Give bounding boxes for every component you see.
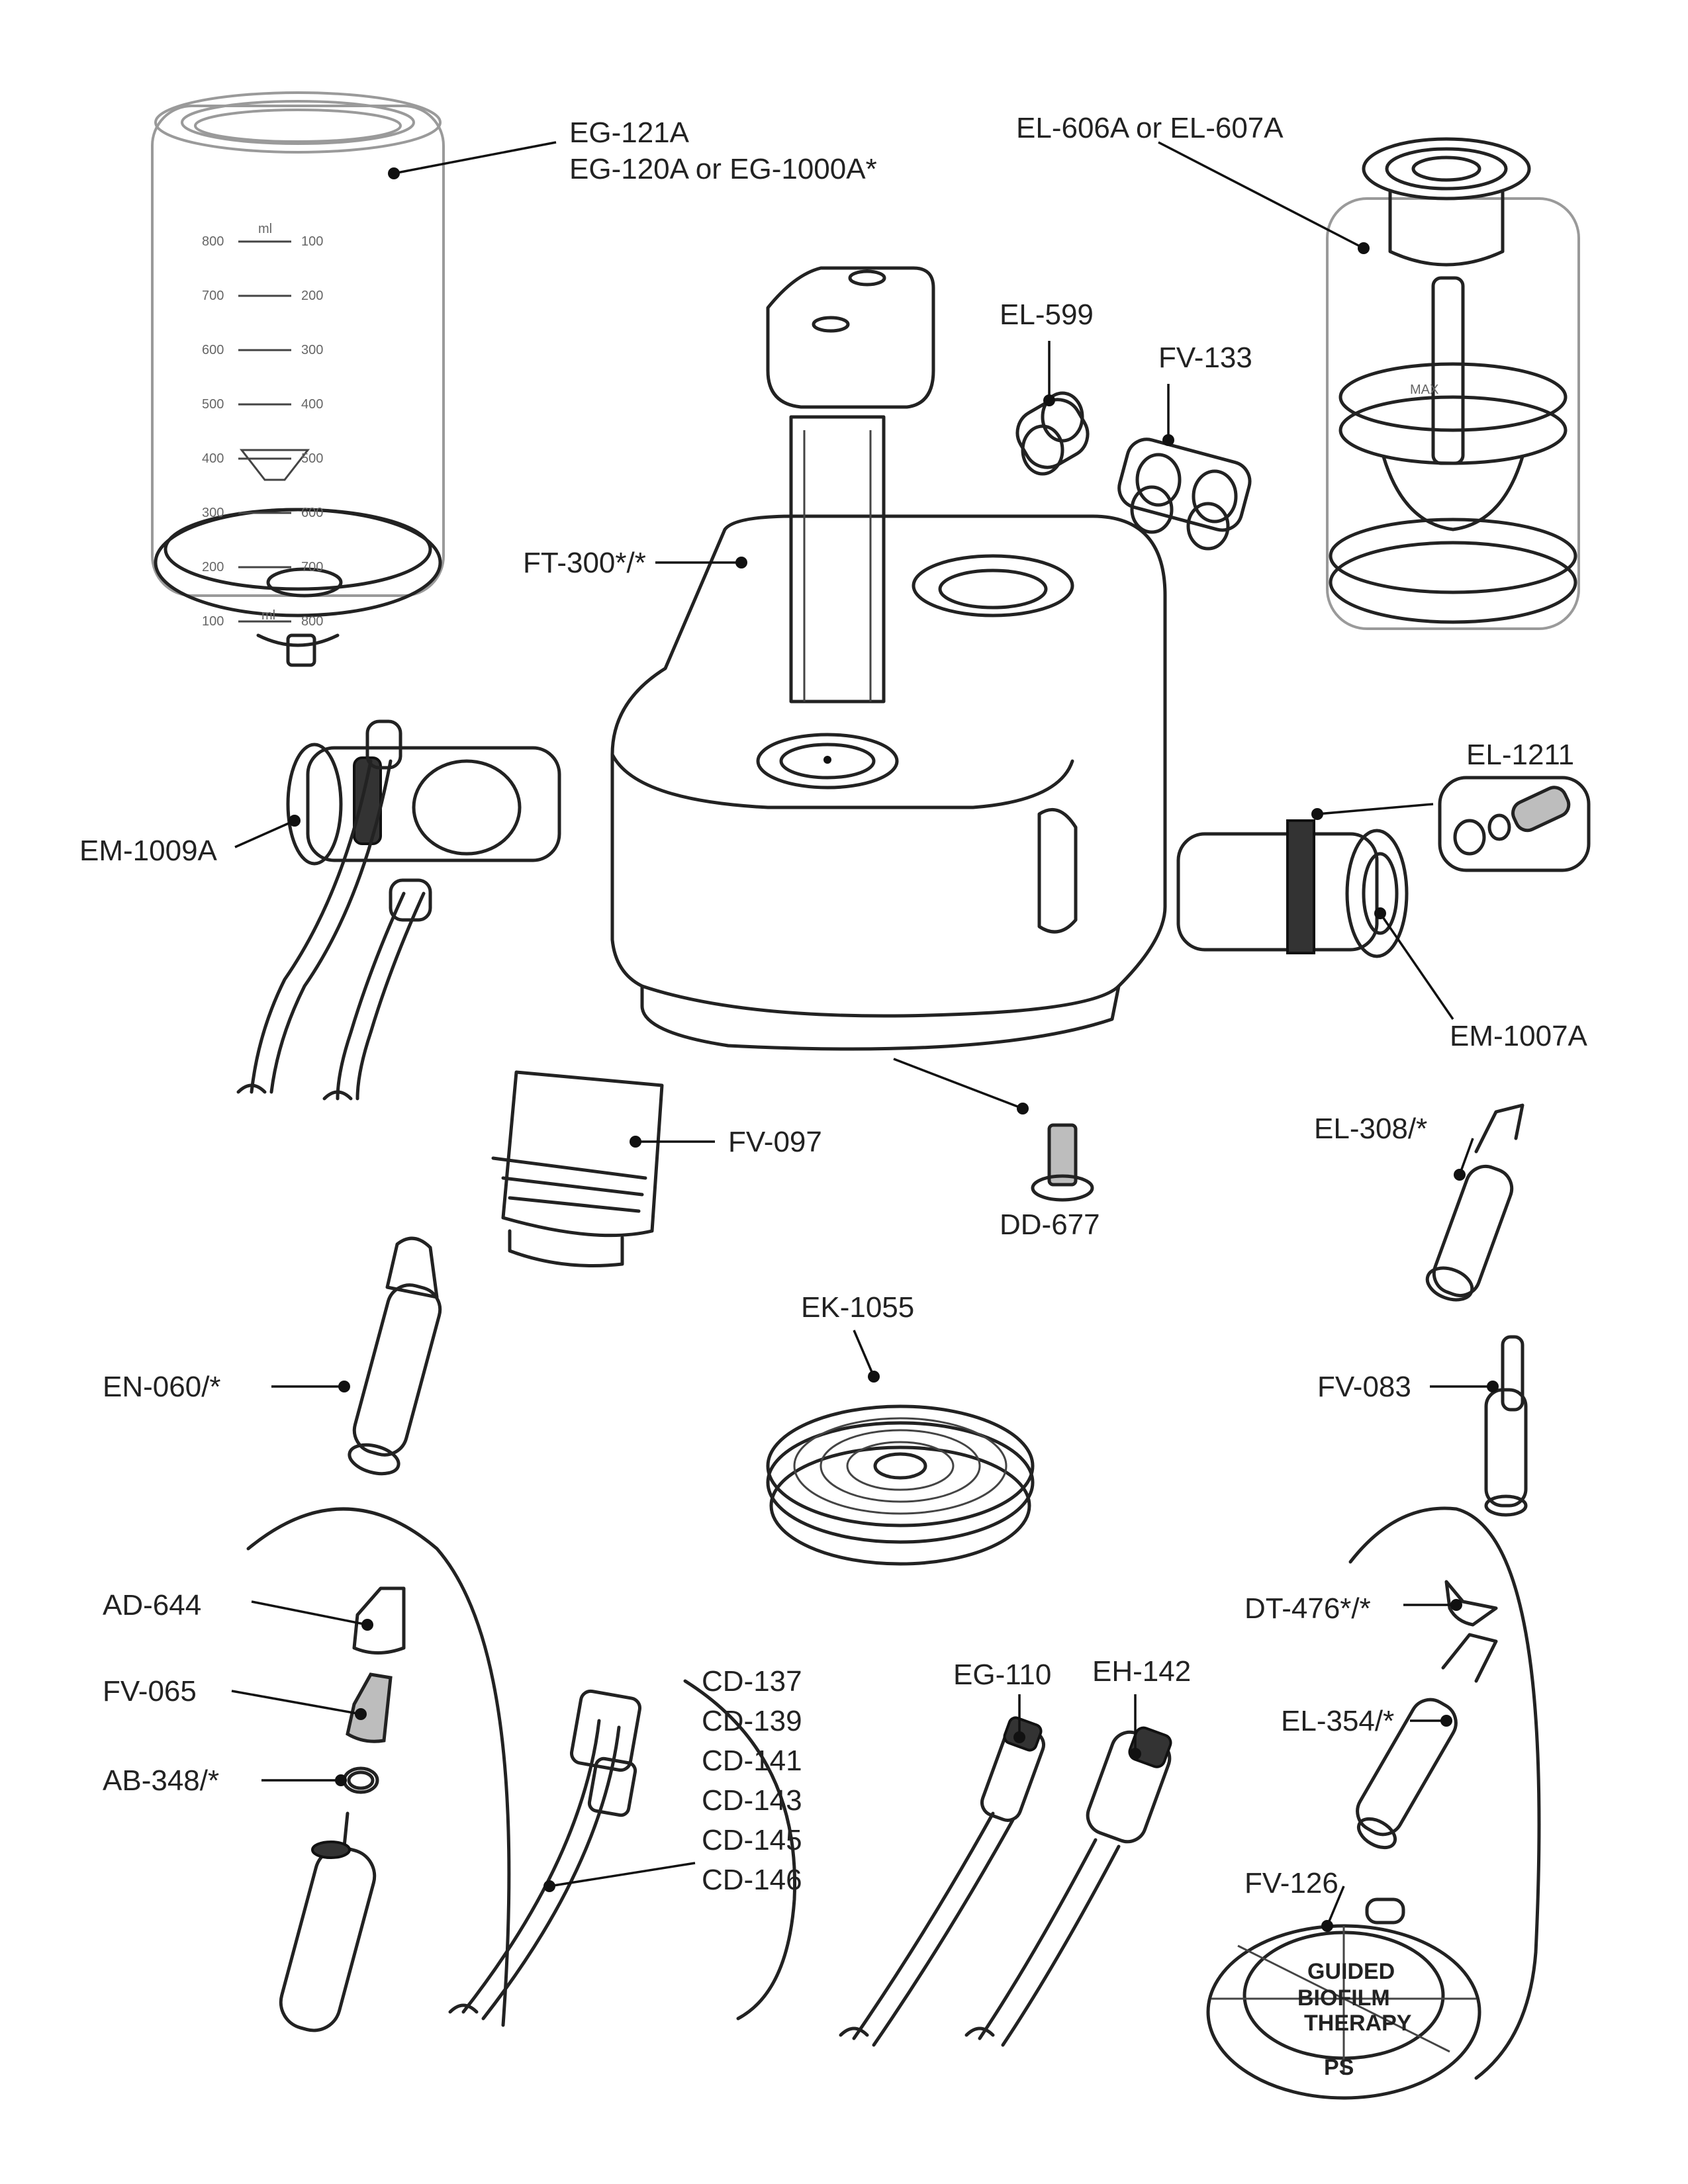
bottle-scale: ml ml 800 100 700 200 600 300 500 400 400 500 300 6… — [202, 222, 323, 629]
label-en060: EN-060/* — [103, 1371, 221, 1403]
label-el354: EL-354/* — [1281, 1705, 1394, 1737]
label-cd-item: CD-141 — [702, 1745, 802, 1777]
label-eg120a: EG-120A or EG-1000A* — [569, 153, 877, 185]
scale-label-right: 200 — [301, 289, 323, 303]
label-em1009a: EM-1009A — [79, 835, 218, 867]
scale-label-left: 600 — [202, 343, 224, 357]
scale-label-left: 400 — [202, 451, 224, 466]
scale-label-right: 400 — [301, 397, 323, 412]
label-eg121a: EG-121A — [569, 116, 690, 149]
label-ab348: AB-348/* — [103, 1764, 219, 1797]
label-cd-item: CD-146 — [702, 1864, 802, 1896]
bottle-eg121a — [151, 91, 445, 667]
handpiece-em1007a — [1176, 819, 1409, 958]
label-fv083: FV-083 — [1317, 1371, 1411, 1403]
ml-unit-bottom: ml — [261, 608, 275, 623]
scale-tick-group: 800 100 700 200 600 300 500 400 400 500 300 600 200 7… — [202, 234, 323, 629]
connector-fv133 — [1117, 437, 1252, 551]
disc-text-ps: PS — [1324, 2055, 1354, 2080]
disc-fv126: GUIDED BIOFILM THERAPY PS — [1206, 1897, 1481, 2100]
leader-lines — [231, 141, 1499, 1932]
scale-label-right: 600 — [301, 506, 323, 520]
label-dd677: DD-677 — [1000, 1208, 1100, 1241]
label-fv097: FV-097 — [728, 1126, 822, 1158]
cap-fv097 — [491, 1070, 664, 1267]
scale-label-left: 200 — [202, 560, 224, 574]
scale-label-left: 700 — [202, 289, 224, 303]
scale-label-left: 800 — [202, 234, 224, 249]
label-el599: EL-599 — [1000, 298, 1094, 331]
disc-text-therapy: THERAPY — [1304, 2011, 1412, 2036]
part-labels: EG-121A EG-120A or EG-1000A* EL-606A or … — [79, 112, 1588, 1899]
label-cd-item: CD-139 — [702, 1705, 802, 1737]
disc-text-biofilm: BIOFILM — [1297, 1985, 1390, 2011]
scale-label-left: 100 — [202, 614, 224, 629]
tip-el308 — [1425, 1103, 1524, 1302]
jar-el606a: MAX — [1326, 137, 1580, 630]
label-fv133: FV-133 — [1158, 341, 1252, 374]
screw-dd677 — [1031, 1123, 1094, 1202]
left-bracket-group — [246, 1507, 511, 2032]
connector-el599 — [1015, 391, 1090, 476]
label-el606a: EL-606A or EL-607A — [1016, 112, 1284, 144]
scale-label-left: 300 — [202, 506, 224, 520]
hose-eh142 — [964, 1726, 1172, 2047]
main-unit-ft300 — [610, 266, 1167, 1051]
scale-label-right: 300 — [301, 343, 323, 357]
label-ek1055: EK-1055 — [801, 1291, 914, 1324]
label-ft300: FT-300*/* — [523, 547, 646, 579]
label-el1211: EL-1211 — [1466, 739, 1574, 771]
label-fv065: FV-065 — [103, 1675, 197, 1707]
scale-label-right: 800 — [301, 614, 323, 629]
handpiece-em1009a — [236, 719, 561, 1101]
label-fv126: FV-126 — [1244, 1867, 1338, 1899]
label-el308: EL-308/* — [1314, 1113, 1427, 1145]
hose-eg110 — [839, 1716, 1045, 2047]
svg-text:MAX: MAX — [1410, 383, 1438, 397]
label-eh142: EH-142 — [1092, 1655, 1191, 1688]
disc-text-guided: GUIDED — [1307, 1959, 1395, 1984]
adapter-fv083 — [1484, 1335, 1528, 1517]
label-ad644: AD-644 — [103, 1589, 201, 1621]
scale-label-left: 500 — [202, 397, 224, 412]
label-cd-item: CD-137 — [702, 1665, 802, 1698]
disc-ek1055 — [766, 1404, 1035, 1566]
cable-cd137 — [448, 1679, 797, 2021]
label-dt476: DT-476*/* — [1244, 1592, 1371, 1625]
scale-label-right: 100 — [301, 234, 323, 249]
right-bracket-group — [1348, 1506, 1541, 2080]
label-cd-item: CD-143 — [702, 1784, 802, 1817]
ml-unit: ml — [258, 222, 272, 236]
label-eg110: EG-110 — [953, 1659, 1051, 1691]
label-cd-item: CD-145 — [702, 1824, 802, 1856]
label-em1007a: EM-1007A — [1450, 1020, 1588, 1052]
scale-label-right: 700 — [301, 560, 323, 574]
handpiece-en060 — [348, 1236, 442, 1476]
seal-kit-el1211 — [1438, 776, 1591, 872]
scale-label-right: 500 — [301, 451, 323, 466]
